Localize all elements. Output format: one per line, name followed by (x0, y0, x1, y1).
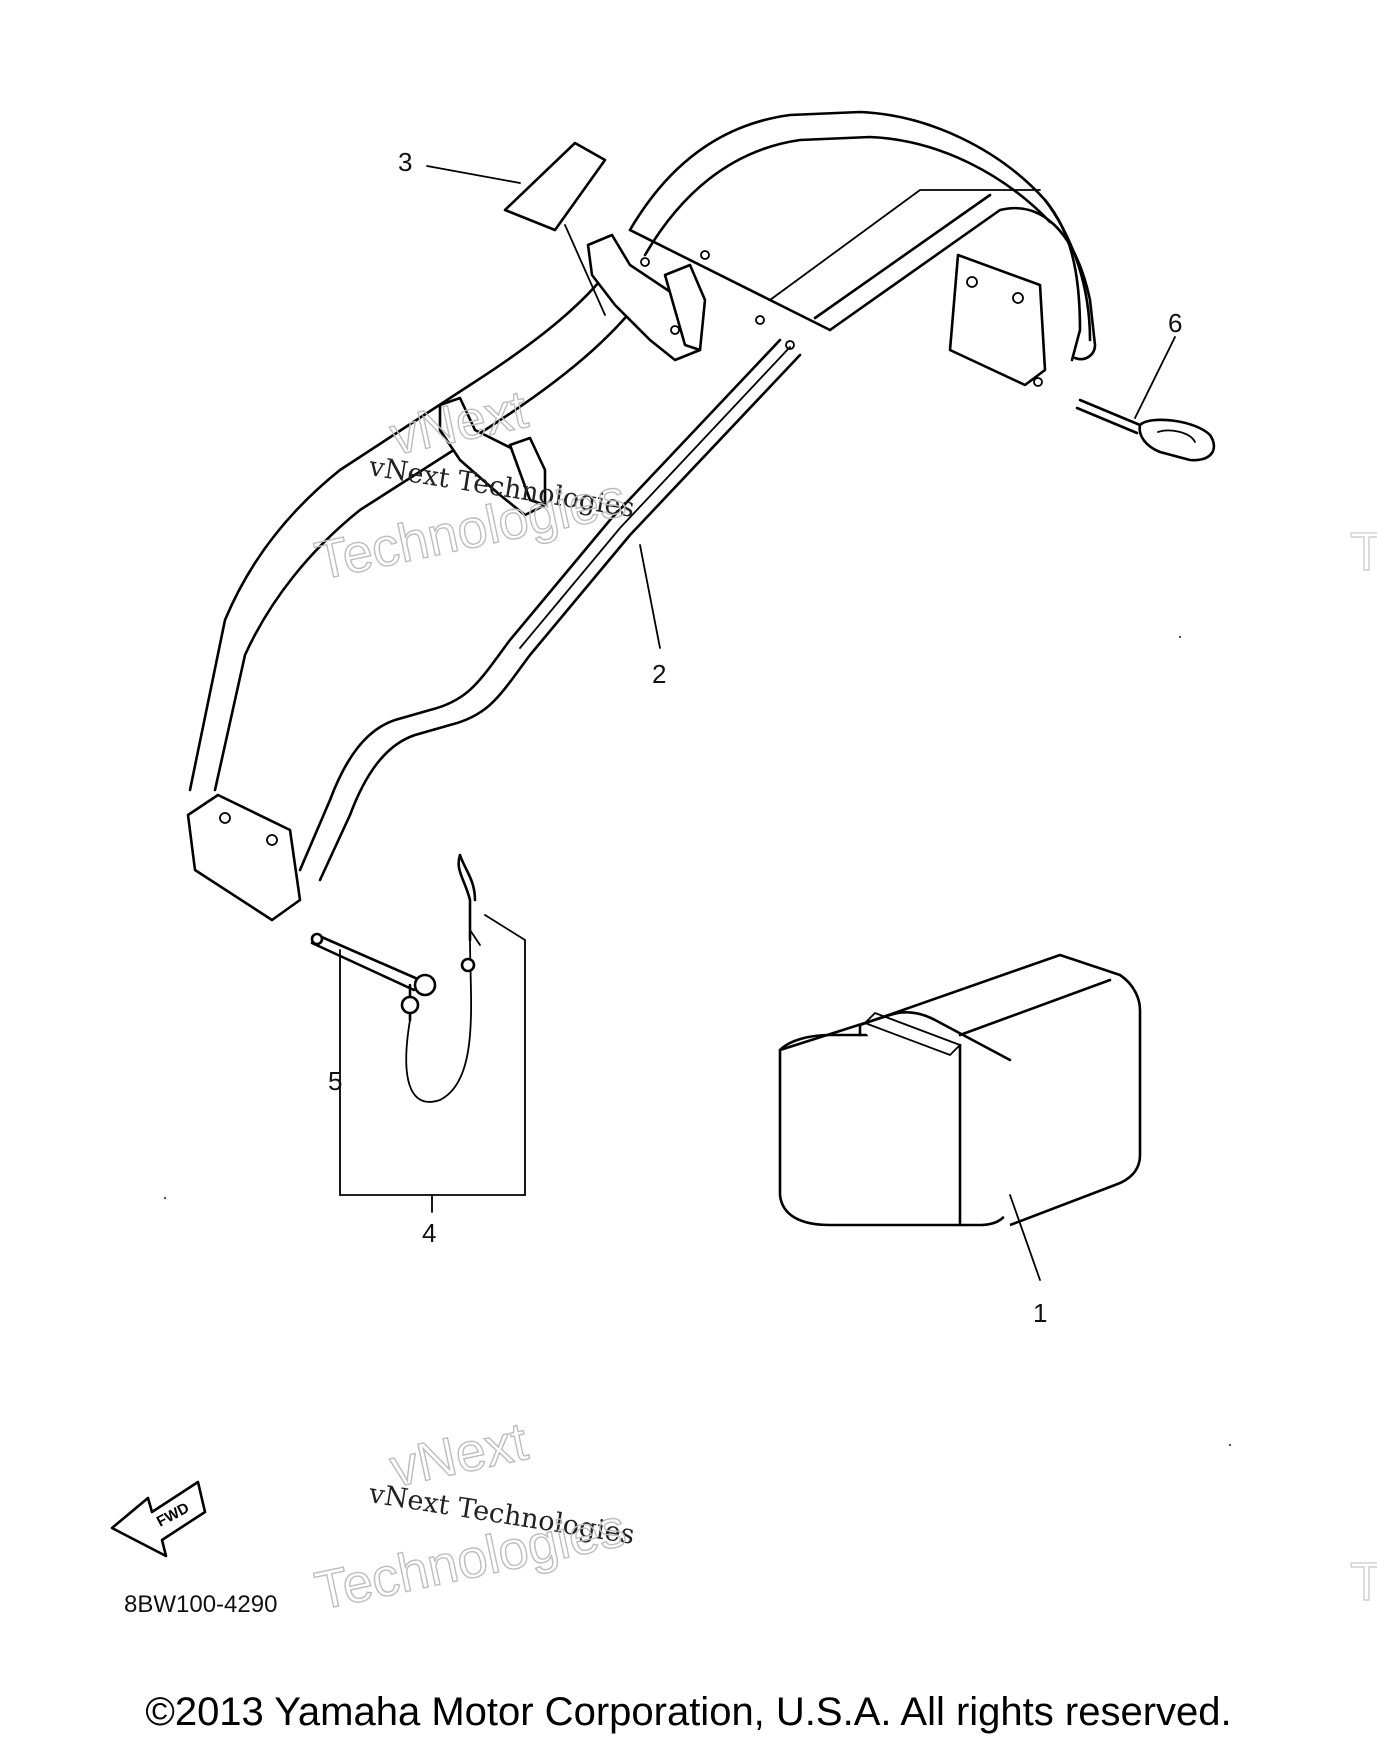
copyright-notice: ©2013 Yamaha Motor Corporation, U.S.A. A… (145, 1690, 1232, 1734)
callout-1: 1 (1033, 1298, 1047, 1328)
watermark-edge-2: T (1350, 1552, 1377, 1612)
callout-5: 5 (328, 1066, 342, 1096)
callout-6: 6 (1168, 308, 1182, 338)
part-3-label (503, 141, 607, 232)
part-1-box (778, 953, 1142, 1227)
callout-3: 3 (398, 147, 412, 177)
leader-3 (426, 165, 521, 184)
part-6-pin (1075, 398, 1216, 462)
leader-2 (639, 544, 661, 649)
diagram-code: 8BW100-4290 (124, 1591, 277, 1618)
callout-2: 2 (652, 659, 666, 689)
watermark-edge-1: T (1350, 522, 1377, 582)
watermark-lower: vNext vNext Technologies Technologies (309, 1411, 636, 1623)
leader-lines (426, 165, 1176, 1281)
part-2-cover-frame (186, 110, 1097, 922)
watermark-upper: vNext vNext Technologies Technologies (309, 379, 636, 593)
fwd-arrow-icon: FWD (110, 1480, 207, 1558)
leader-6 (1134, 336, 1176, 419)
leader-1 (1009, 1194, 1041, 1281)
part-4-5-clip-set (310, 853, 526, 1213)
callout-4: 4 (422, 1218, 436, 1248)
